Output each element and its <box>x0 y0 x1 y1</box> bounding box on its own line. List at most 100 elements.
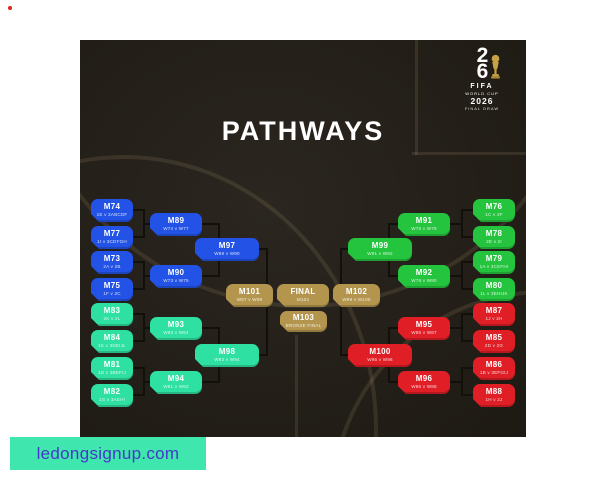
logo-digit-6: 6 <box>476 60 489 83</box>
connector-line <box>133 236 143 238</box>
connector-line <box>388 381 398 383</box>
final-box: FINAL M104 <box>277 284 329 307</box>
connector-line <box>463 340 473 342</box>
match-box-m99: M99 W91 v W92 <box>348 238 412 261</box>
connector-line <box>202 381 218 383</box>
match-id: M96 <box>415 374 433 383</box>
connector-line <box>133 367 143 369</box>
match-id: M101 <box>238 287 261 296</box>
match-id: M75 <box>103 281 121 290</box>
match-teams: 2D v 2G <box>484 343 504 348</box>
connector-line <box>388 223 398 225</box>
match-id: M83 <box>103 306 121 315</box>
connector-line <box>463 209 473 211</box>
connector-line <box>133 394 143 396</box>
match-box-m87: M87 1J v 2H <box>473 303 515 326</box>
match-box-m74: M74 1E v 3ABCDF <box>91 199 133 222</box>
match-teams: 1G v 3AEHI <box>98 397 126 402</box>
match-box-m83: M83 2K v 2L <box>91 303 133 326</box>
connector-line <box>463 367 473 369</box>
match-box-m82: M82 1G v 3AEHI <box>91 384 133 407</box>
match-id: M97 <box>218 241 236 250</box>
match-box-m84: M84 1K v 3DEIJL <box>91 330 133 353</box>
connector-line <box>463 288 473 290</box>
match-teams: 1A v 3CEFHI <box>479 264 509 269</box>
match-box-m79: M79 1A v 3CEFHI <box>473 251 515 274</box>
match-box-m75: M75 1F v 2C <box>91 278 133 301</box>
match-box-m89: M89 W74 v W77 <box>150 213 202 236</box>
match-box-m91: M91 W76 v W78 <box>398 213 450 236</box>
connector-line <box>450 381 461 383</box>
match-teams: W79 v W80 <box>411 278 437 283</box>
match-box-m78: M78 2E v 2I <box>473 226 515 249</box>
match-box-m81: M81 1D v 3BEFIJ <box>91 357 133 380</box>
match-teams: W85 v W87 <box>411 330 437 335</box>
final-match-id: M104 <box>296 297 310 302</box>
connector-line <box>143 327 152 329</box>
match-box-m90: M90 W73 v W75 <box>150 265 202 288</box>
connector-line <box>143 381 152 383</box>
connector-line <box>133 313 143 315</box>
connector-line <box>202 327 218 329</box>
match-id: M94 <box>167 374 185 383</box>
connector-line <box>259 248 266 250</box>
match-teams: W89 v W90 <box>214 251 240 256</box>
match-box-m96: M96 W86 v W88 <box>398 371 450 394</box>
match-box-m94: M94 W81 v W82 <box>150 371 202 394</box>
match-id: M84 <box>103 333 121 342</box>
match-id: M90 <box>167 268 185 277</box>
connector-line <box>133 261 143 263</box>
match-id: M92 <box>415 268 433 277</box>
match-teams: 1D v 3BEFIJ <box>98 370 126 375</box>
watermark-text: ledongsignup.com <box>36 443 180 463</box>
match-box-m101: M101 W97 v W98 <box>226 284 273 307</box>
final-label: FINAL <box>290 287 316 296</box>
connector-line <box>202 223 218 225</box>
match-id: M76 <box>485 202 503 211</box>
match-teams: 1B v 3EFGIJ <box>479 370 509 375</box>
match-id: M77 <box>103 229 121 238</box>
match-teams: W76 v W78 <box>411 226 437 231</box>
logo-digit-2: 2 <box>476 44 489 67</box>
match-id: M82 <box>103 387 121 396</box>
match-id: M87 <box>485 306 503 315</box>
match-teams: W91 v W92 <box>367 251 393 256</box>
match-teams: W86 v W88 <box>411 384 437 389</box>
bronze-final-label: BRONZE FINAL <box>285 323 322 328</box>
match-id: M86 <box>485 360 503 369</box>
match-box-m86: M86 1B v 3EFGIJ <box>473 357 515 380</box>
match-teams: W95 v W96 <box>367 357 393 362</box>
match-teams: 1J v 2H <box>485 316 503 321</box>
match-id: M98 <box>218 347 236 356</box>
match-box-m73: M73 2A v 2B <box>91 251 133 274</box>
connector-line <box>461 313 463 342</box>
fifa-world-cup-2026-logo: 2 6 FIFA WORLD CUP 2026 FINAL DRAW <box>460 44 504 111</box>
match-id: M81 <box>103 360 121 369</box>
connector-line <box>133 340 143 342</box>
match-teams: 1K v 3DEIJL <box>98 343 126 348</box>
connector-line <box>461 367 463 396</box>
match-box-m88: M88 1H v 2J <box>473 384 515 407</box>
connector-line <box>463 261 473 263</box>
match-id: M93 <box>167 320 185 329</box>
connector-line <box>450 327 461 329</box>
match-teams: 1F v 2C <box>103 291 121 296</box>
watermark-banner: ledongsignup.com <box>10 437 206 470</box>
match-id: M102 <box>345 287 368 296</box>
connector-line <box>340 248 348 250</box>
match-id: M73 <box>103 254 121 263</box>
match-id: M74 <box>103 202 121 211</box>
match-teams: W93 v W94 <box>214 357 240 362</box>
logo-fifa-text: FIFA <box>470 83 494 90</box>
match-box-m98: M98 W93 v W94 <box>195 344 259 367</box>
match-box-m76: M76 1C v 2F <box>473 199 515 222</box>
match-teams: W97 v W98 <box>236 297 263 302</box>
match-id: M100 <box>369 347 391 356</box>
connector-line <box>202 275 218 277</box>
match-id: M89 <box>167 216 185 225</box>
connector-line <box>463 394 473 396</box>
match-teams: 1E v 3ABCDF <box>96 212 128 217</box>
match-teams: W81 v W82 <box>163 384 189 389</box>
connector-line <box>143 275 152 277</box>
red-dot-artifact <box>8 6 12 10</box>
